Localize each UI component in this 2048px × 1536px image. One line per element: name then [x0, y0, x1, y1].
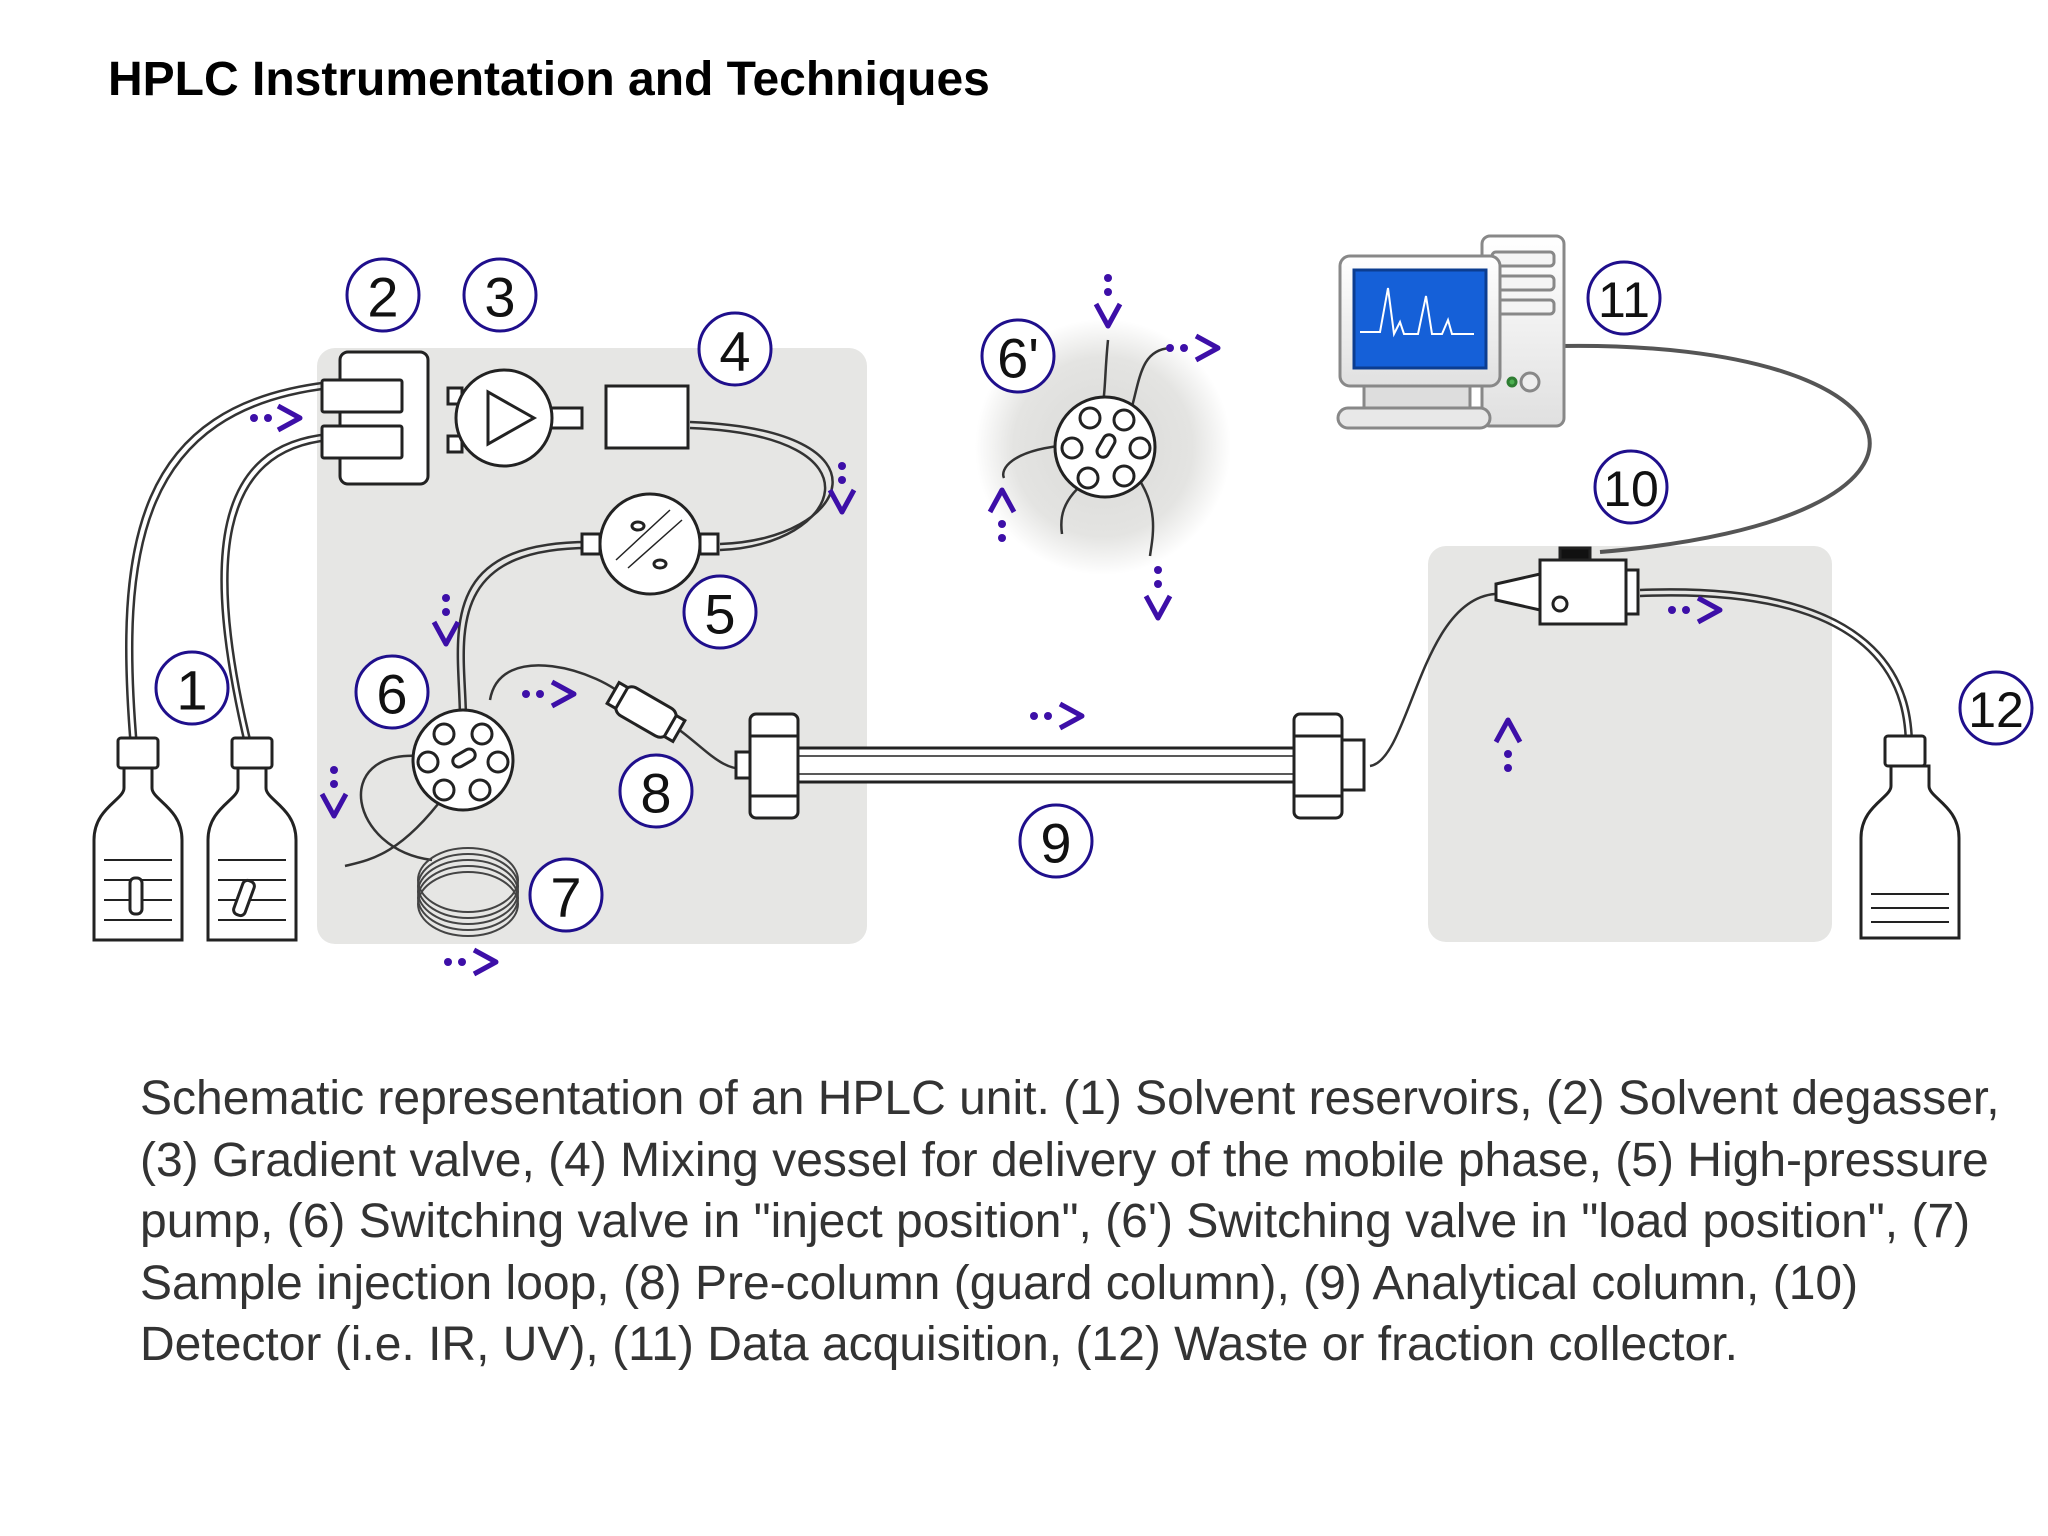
arrow-right-degasser	[250, 403, 303, 433]
arrow-right-load	[1166, 333, 1221, 363]
solvent-bottle-2	[206, 736, 298, 942]
label-1-circle	[154, 650, 230, 726]
solvent-bottle-1	[92, 736, 184, 942]
label-4: 4	[719, 320, 750, 383]
guard-column	[605, 680, 687, 744]
tube-column-detector	[1369, 592, 1496, 768]
label-12: 12	[1968, 682, 2024, 738]
label-2-circle	[345, 257, 421, 333]
tube-mixer-pump-2	[689, 426, 827, 552]
tube-reservoir-a-2	[124, 380, 331, 749]
tube-pump-valve-2	[462, 546, 595, 721]
label-6: 6	[376, 663, 407, 726]
arrow-right-loop	[444, 947, 499, 977]
label-10: 10	[1603, 461, 1659, 517]
detector	[1494, 546, 1640, 626]
flow-arrows	[250, 274, 1723, 977]
label-9-circle	[1018, 803, 1094, 879]
label-3: 3	[484, 266, 515, 329]
label-12-circle	[1958, 670, 2034, 746]
tube-detector-waste	[1639, 588, 1914, 749]
label-6p: 6'	[997, 327, 1039, 390]
label-3-circle	[462, 257, 538, 333]
label-6-circle	[354, 654, 430, 730]
computer-icon	[1336, 234, 1566, 430]
arrow-down-load-top	[1093, 274, 1123, 329]
label-7: 7	[550, 866, 581, 929]
gradient-valve	[446, 368, 584, 468]
arrow-right-detector	[1668, 595, 1723, 625]
label-8-circle	[618, 753, 694, 829]
arrow-up-detector	[1493, 717, 1523, 772]
arrow-down-mixer	[827, 462, 857, 515]
label-9: 9	[1040, 812, 1071, 875]
switching-valve-load-body	[1053, 395, 1157, 499]
arrow-down-waste	[319, 766, 349, 819]
arrow-down-pump	[431, 594, 461, 647]
waste-bottle	[1859, 734, 1961, 940]
page-title: HPLC Instrumentation and Techniques	[108, 53, 990, 106]
label-4-circle	[697, 311, 773, 387]
cable-computer-detector	[1559, 343, 1872, 554]
tube-waste	[344, 794, 446, 868]
arrow-right-guard	[522, 679, 577, 709]
tube-detector-waste-2	[1639, 594, 1908, 749]
sample-loop-coil	[417, 847, 519, 937]
arrow-down-load-bottom	[1143, 566, 1173, 621]
label-8: 8	[640, 762, 671, 825]
switching-valve-inject	[411, 708, 515, 812]
tube-mixer-pump	[689, 420, 834, 546]
label-11-circle	[1586, 260, 1662, 336]
tube-loop-in	[359, 754, 433, 862]
label-6p-circle	[980, 318, 1056, 394]
figure-caption: Schematic representation of an HPLC unit…	[140, 1072, 2000, 1371]
tube-pump-valve	[456, 540, 595, 721]
tube-reservoir-b	[226, 438, 331, 749]
tube-reservoir-a	[130, 386, 331, 749]
arrow-up-load	[987, 487, 1017, 542]
solvent-degasser	[320, 350, 430, 486]
label-5: 5	[704, 583, 735, 646]
analytical-column	[734, 712, 1366, 820]
label-10-circle	[1593, 449, 1669, 525]
arrow-right-column	[1030, 701, 1085, 731]
label-2: 2	[367, 266, 398, 329]
label-11: 11	[1598, 272, 1650, 328]
label-1: 1	[176, 659, 207, 722]
tube-reservoir-b-2	[220, 432, 331, 749]
detector-panel	[1428, 546, 1832, 942]
high-pressure-pump	[580, 492, 720, 596]
label-5-circle	[682, 574, 758, 650]
mixing-vessel	[604, 384, 690, 450]
label-7-circle	[528, 857, 604, 933]
